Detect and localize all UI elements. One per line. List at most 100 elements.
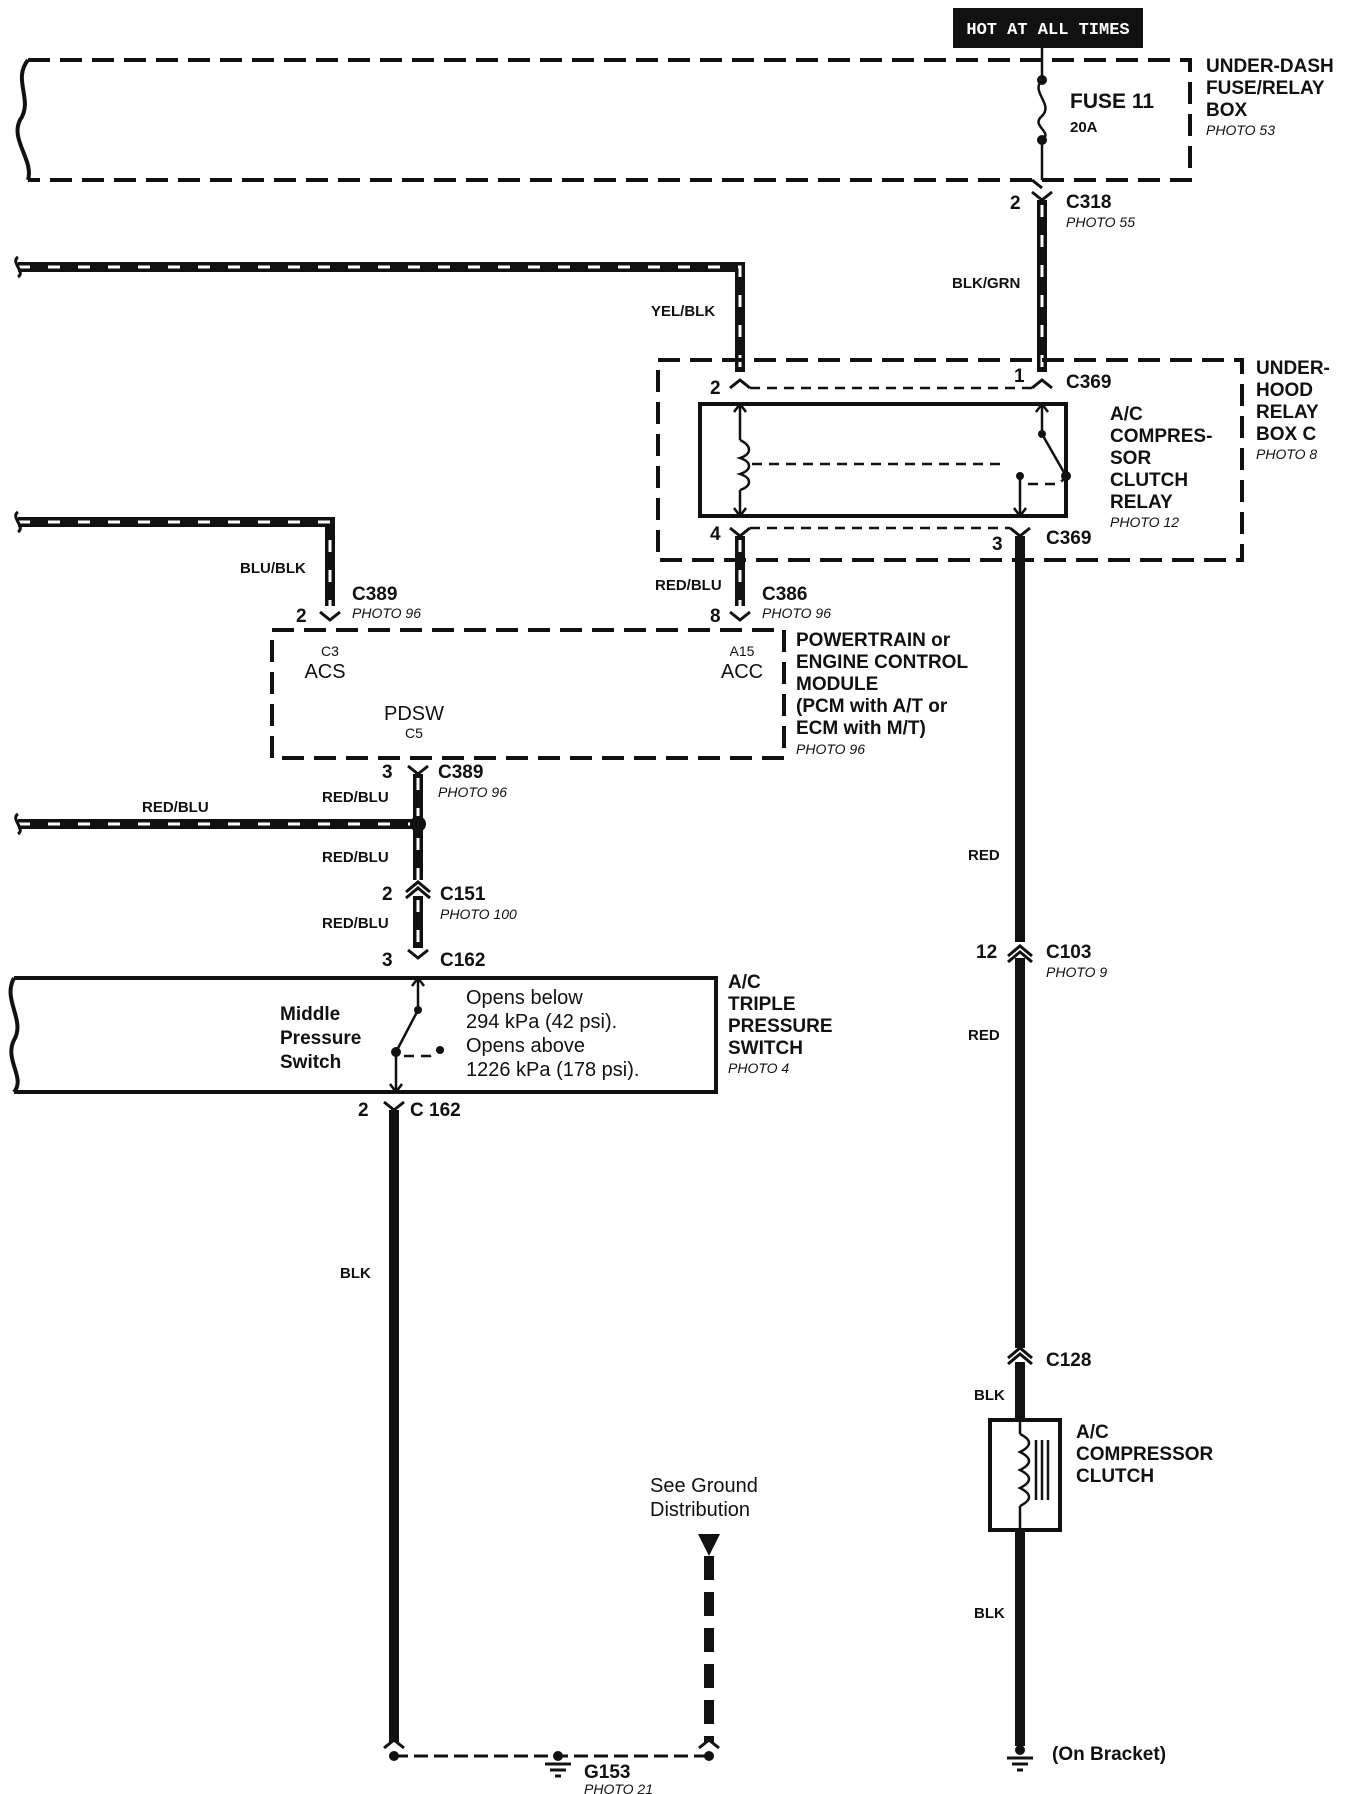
hot-at-all-times-badge: HOT AT ALL TIMES [953,8,1143,48]
c386-pin: 8 [710,606,721,627]
middle-pressure-switch-symbol [389,975,444,1095]
blk-clutch-ground-wire [1007,1530,1033,1772]
yel-blk-wire [14,255,745,372]
pressure-switch-title-3: PRESSURE [728,1016,833,1037]
red-blu-left-label: RED/BLU [142,799,209,816]
pressure-switch-title-4: SWITCH [728,1038,803,1059]
relay-switch [1013,401,1071,519]
blk-left-label: BLK [340,1265,371,1282]
blu-blk-label: BLU/BLK [240,560,306,577]
g153-label: G153 [584,1762,630,1783]
relay-title-4: CLUTCH [1110,470,1188,491]
blk-clutch-bottom-label: BLK [974,1605,1005,1622]
c151-pin: 2 [382,884,393,905]
c369-top-name: C369 [1066,372,1111,393]
pcm-acs-label: ACS [304,661,345,683]
c389-bottom-name: C389 [438,762,483,783]
relay-box-photo: PHOTO 8 [1256,446,1317,462]
c162-bottom-pin: 2 [358,1100,369,1121]
c389-top-pin: 2 [296,606,307,627]
c318-photo: PHOTO 55 [1066,214,1135,230]
relay-coil [733,401,1000,519]
c103-pin: 12 [976,942,997,963]
c389-top-name: C389 [352,584,397,605]
fuse-box-photo: PHOTO 53 [1206,122,1275,138]
c162-top-connector [407,948,429,960]
c103-photo: PHOTO 9 [1046,964,1107,980]
pcm-pdsw-pin: C5 [405,725,423,741]
on-bracket-label: (On Bracket) [1052,1744,1166,1765]
see-ground-1: See Ground [650,1475,758,1497]
pcm-acc-label: ACC [721,661,763,683]
under-hood-relay-box-c [656,358,1244,562]
ac-triple-pressure-switch [8,976,718,1094]
relay-photo: PHOTO 12 [1110,514,1179,530]
c151-name: C151 [440,884,486,905]
c318-name: C318 [1066,192,1111,213]
c369-bottom-connectors [729,526,1031,538]
red-blu-label-2: RED/BLU [322,849,389,866]
ac-compressor-clutch-component [988,1418,1062,1532]
c389-top-photo: PHOTO 96 [352,605,421,621]
red-relay-to-clutch-wire [1007,536,1033,1420]
pcm-pdsw-label: PDSW [384,703,444,725]
clutch-title-2: COMPRESSOR [1076,1444,1214,1465]
pcm-title-4: (PCM with A/T or [796,696,948,717]
pcm-acc-pin: A15 [730,643,755,659]
c369-top-pin-right: 1 [1014,366,1025,387]
ground-distribution-arrow [698,1534,720,1750]
c389-top-connector [319,610,341,622]
c369-bottom-pin-left: 4 [710,524,721,545]
relay-title-5: RELAY [1110,492,1173,513]
c162-bottom-name: C 162 [410,1100,461,1121]
clutch-title-1: A/C [1076,1422,1109,1443]
c386-name: C386 [762,584,807,605]
switch-note-4: 1226 kPa (178 psi). [466,1059,639,1081]
hot-badge-text: HOT AT ALL TIMES [966,21,1129,40]
c389-bottom-pin: 3 [382,762,393,783]
fuse-box-title-3: BOX [1206,100,1248,121]
yel-blk-label: YEL/BLK [651,303,715,320]
c162-top-pin: 3 [382,950,393,971]
ac-compressor-clutch-relay [698,402,1068,518]
fuse-11-symbol [1037,48,1047,180]
c103-name: C103 [1046,942,1091,963]
red-label-2: RED [968,1027,1000,1044]
pcm-acs-pin: C3 [321,643,339,659]
switch-label-3: Switch [280,1052,341,1073]
switch-label-2: Pressure [280,1028,361,1049]
fuse-box-title-2: FUSE/RELAY [1206,78,1325,99]
clutch-title-3: CLUTCH [1076,1466,1154,1487]
relay-title-2: COMPRES- [1110,426,1212,447]
c162-bottom-connector [383,1100,405,1112]
blk-ground-wire [383,1110,405,1750]
c318-connector [1031,178,1053,202]
g153-photo: PHOTO 21 [584,1781,653,1794]
relay-box-title-2: HOOD [1256,380,1313,401]
red-blu-label-1: RED/BLU [322,789,389,806]
switch-note-1: Opens below [466,987,583,1009]
relay-box-title-3: RELAY [1256,402,1319,423]
c389-bottom-connector [407,764,429,776]
g153-ground-bus [389,1751,714,1778]
blk-grn-label: BLK/GRN [952,275,1020,292]
c386-connector [729,610,751,622]
pcm-title-2: ENGINE CONTROL [796,652,968,673]
c151-photo: PHOTO 100 [440,906,517,922]
relay-title-1: A/C [1110,404,1143,425]
red-blu-vertical-wire [410,774,426,948]
c369-top-connectors [729,378,1053,390]
fuse-rating: 20A [1070,119,1098,136]
red-blu-left-wire [14,812,418,836]
c128-name: C128 [1046,1350,1091,1371]
switch-label-1: Middle [280,1004,340,1025]
see-ground-2: Distribution [650,1499,750,1521]
c151-connector [405,880,431,900]
relay-box-title-1: UNDER- [1256,358,1330,379]
fuse-label: FUSE 11 [1070,90,1154,113]
pcm-title-1: POWERTRAIN or [796,630,951,651]
red-blu-relay-label: RED/BLU [655,577,722,594]
c369-bottom-pin-right: 3 [992,534,1003,555]
under-dash-fuse-relay-box [15,58,1192,182]
